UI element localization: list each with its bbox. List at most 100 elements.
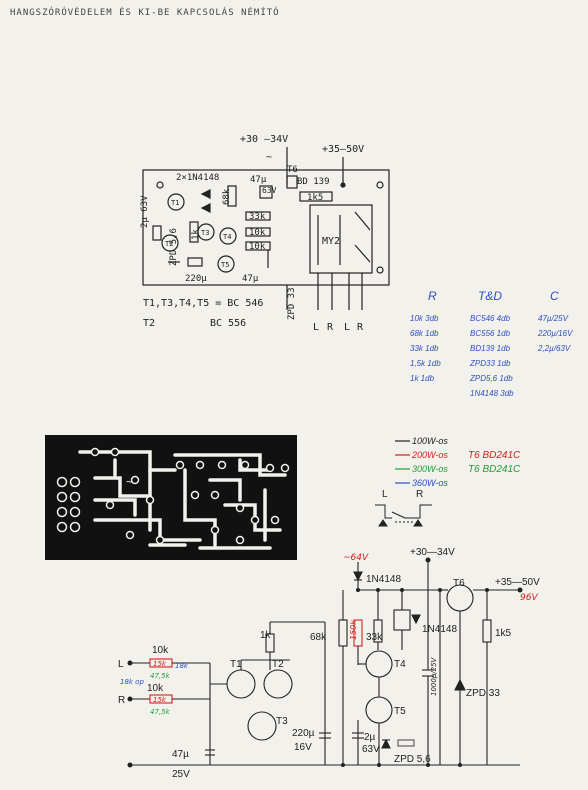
layout-t5: T5 [221, 261, 229, 269]
layout-label-63v: 63V [262, 186, 277, 195]
layout-label-1k: 1k [191, 229, 201, 240]
layout-label-zpd33: ZPD 33 [287, 287, 297, 320]
parts-c-0: 47µ/25V [538, 314, 569, 323]
main-schematic [130, 560, 520, 766]
parts-r-1: 68k 1db [410, 329, 439, 338]
layout-t3: T3 [201, 229, 209, 237]
parts-td-5: 1N4148 3db [470, 389, 514, 398]
layout-label-2u63v: 2µ 63V [140, 195, 150, 228]
parts-c-2: 2,2µ/63V [537, 344, 571, 353]
layout-out-r2: R [357, 322, 364, 333]
parts-r-3: 1,5k 1db [410, 359, 441, 368]
parts-td-0: BC546 4db [470, 314, 511, 323]
page-title: HANGSZÓRÓVÉDELEM ÉS KI-BE KAPCSOLÁS NÉMÍ… [10, 8, 280, 18]
schem-v63: 63V [362, 744, 380, 755]
layout-label-diodes: 2×1N4148 [176, 173, 219, 183]
layout-label-220u: 220µ [185, 274, 207, 284]
pcb-copper-view: ~ [45, 435, 297, 560]
legend-note-300w: T6 BD241C [468, 464, 521, 475]
legend-item-200w: 200W-os [411, 450, 448, 460]
schem-r1k5: 1k5 [495, 628, 512, 639]
schem-r68k: 68k [310, 632, 327, 643]
legend-item-360w: 360W-os [412, 478, 448, 488]
schem-in-l: L [118, 659, 124, 670]
layout-supply-right: +35—50V [322, 144, 364, 155]
relay-symbol-l: L [382, 489, 388, 500]
relay-contact-symbol [375, 504, 432, 527]
schem-d2: 1N4148 [422, 624, 457, 635]
layout-t4: T4 [223, 233, 231, 241]
schem-t4: T4 [394, 659, 406, 670]
parts-list: R T&D C 10k 3db 68k 1db 33k 1db 1,5k 1db… [410, 289, 573, 398]
schem-t1: T1 [230, 659, 242, 670]
parts-td-3: ZPD33 1db [469, 359, 511, 368]
schem-t6: T6 [453, 578, 465, 589]
legend-note-200w: T6 BD241C [468, 450, 521, 461]
parts-header-r: R [428, 289, 437, 303]
schem-supply-right-red: 96V [520, 593, 538, 603]
parts-td-2: BD139 1db [470, 344, 511, 353]
schem-supply-right: +35—50V [495, 577, 540, 588]
schem-t3: T3 [276, 716, 288, 727]
pcb-outline [142, 169, 390, 286]
pcb-tilde: ~ [126, 475, 133, 489]
layout-transistors-line2-val: BC 556 [210, 318, 246, 329]
schem-v16: 16V [294, 742, 312, 753]
layout-out-r1: R [327, 322, 334, 333]
schem-v25: 25V [172, 769, 190, 780]
schem-r33k: 33k [366, 632, 383, 643]
layout-label-33k: 33k [249, 212, 266, 222]
parts-c-1: 220µ/16V [537, 329, 573, 338]
schem-t5: T5 [394, 706, 406, 717]
schem-r1k: 1k [260, 630, 272, 641]
schem-r-red-top: 15k [153, 660, 167, 668]
layout-tilde: ~ [266, 152, 272, 163]
schem-supply-red: ~64V [343, 553, 369, 563]
t-symbol-t2 [161, 234, 179, 252]
schem-r-red-bot: 15k [153, 696, 167, 704]
parts-td-4: ZPD5,6 1db [469, 374, 513, 383]
layout-label-68k: 68k [222, 188, 232, 205]
schem-r-green-top: 47,5k [150, 672, 171, 680]
layout-t1: T1 [171, 199, 179, 207]
t-symbol-t1 [167, 193, 185, 211]
schem-supply-top: +30—34V [410, 547, 455, 558]
layout-label-10k-b: 10k [249, 242, 266, 252]
schem-zpd56: ZPD 5,6 [394, 754, 431, 765]
schem-blue-note-2: 18k [175, 662, 189, 670]
parts-r-0: 10k 3db [410, 314, 439, 323]
layout-t2: T2 [165, 240, 173, 248]
legend-item-300w: 300W-os [412, 464, 448, 474]
layout-out-l2: L [344, 322, 350, 333]
layout-label-my2: MY2 [322, 236, 340, 247]
relay-symbol-r: R [416, 489, 423, 500]
legend: 100W-os 200W-os T6 BD241C 300W-os T6 BD2… [395, 436, 521, 488]
schem-r-green-bot: 47,5k [150, 708, 171, 716]
layout-label-zpd56: ZPD 5,6 [169, 228, 179, 266]
schem-cap-vert: 1000µ/25V [430, 656, 438, 696]
layout-label-47u-bot: 47µ [242, 274, 259, 284]
schem-t2: T2 [272, 659, 284, 670]
schem-r10k-bot: 10k [147, 683, 164, 694]
layout-supply-top: +30 —34V [240, 134, 288, 145]
layout-label-1k5: 1k5 [307, 193, 323, 203]
layout-label-47u-top: 47µ [250, 175, 267, 185]
schem-r10k-top: 10k [152, 645, 169, 656]
layout-transistors-line2-ref: T2 [143, 318, 155, 329]
layout-out-l1: L [313, 322, 319, 333]
parts-header-td: T&D [478, 289, 502, 303]
parts-header-c: C [550, 289, 559, 303]
layout-label-bd139: BD 139 [297, 177, 330, 187]
t-symbol-t4 [219, 227, 237, 245]
schem-in-r: R [118, 695, 125, 706]
schem-c47: 47µ [172, 749, 189, 760]
schem-zpd33: ZPD 33 [466, 688, 500, 699]
layout-label-10k-a: 10k [249, 228, 266, 238]
parts-td-1: BC556 1db [470, 329, 511, 338]
layout-label-t6: T6 [287, 165, 298, 175]
schem-c220: 220µ [292, 728, 315, 739]
relay-my2 [309, 204, 373, 274]
parts-r-2: 33k 1db [410, 344, 439, 353]
